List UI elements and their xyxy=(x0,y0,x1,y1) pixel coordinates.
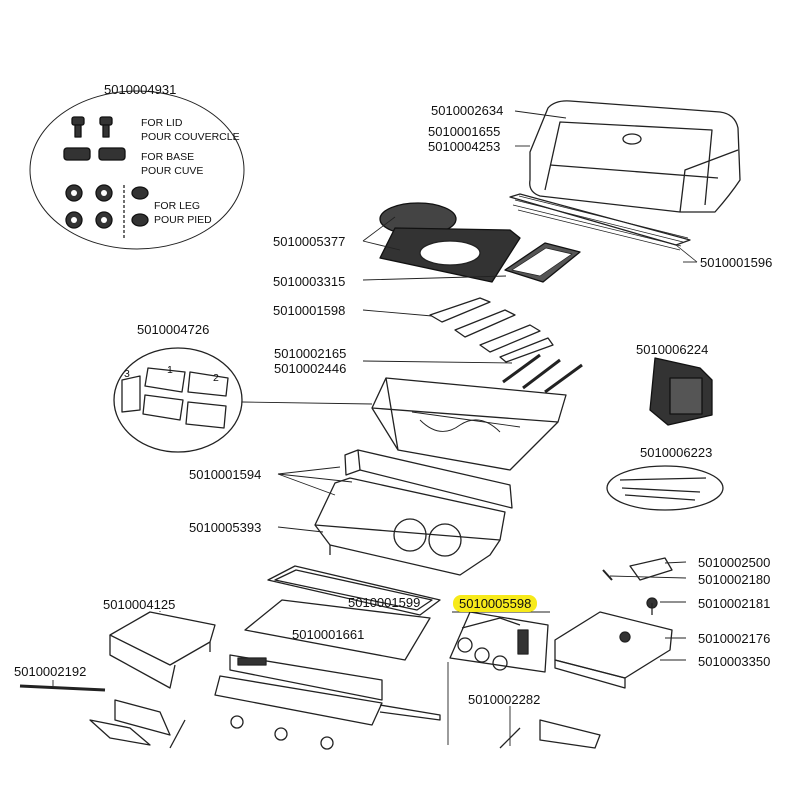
grease-tray-liner xyxy=(244,599,431,661)
label-lid-b: 5010001655 xyxy=(428,124,501,139)
lower-frame xyxy=(89,699,601,749)
label-igniter-module: 5010006224 xyxy=(636,342,709,357)
label-for-leg: FOR LEG xyxy=(154,200,201,212)
warming-rack xyxy=(509,193,698,263)
label-igniter-wires: 5010006223 xyxy=(640,445,713,460)
label-manifold: 5010002282 xyxy=(468,692,541,707)
label-pour-cuve: POUR CUVE xyxy=(141,165,204,177)
label-for-base: FOR BASE xyxy=(141,151,195,163)
label-shelf-bracket: 5010002192 xyxy=(14,664,87,679)
grease-tray xyxy=(267,565,441,616)
igniter-module xyxy=(649,357,713,426)
cooking-grid xyxy=(379,202,521,283)
heat-shields xyxy=(344,449,513,509)
griddle-insert xyxy=(504,242,581,283)
label-side-burner-base: 5010003350 xyxy=(698,654,771,669)
hardware-inset xyxy=(29,90,245,250)
label-side-burner-wire: 5010002180 xyxy=(698,572,771,587)
label-cooking-grid: 5010005377 xyxy=(273,234,346,249)
side-burner xyxy=(554,557,673,689)
shelf-bracket xyxy=(19,684,106,692)
label-burner-b: 5010002446 xyxy=(274,361,347,376)
label-side-burner-lid: 5010002176 xyxy=(698,631,771,646)
flame-tamers xyxy=(429,297,554,363)
burners xyxy=(502,353,583,394)
label-pour-couvercle: POUR COUVERCLE xyxy=(141,131,240,143)
label-lid-a: 5010002634 xyxy=(431,103,504,118)
label-knob-kit-highlighted[interactable]: 5010005598 xyxy=(453,595,538,612)
label-warming-rack: 5010001596 xyxy=(700,255,773,270)
label-flame-tamer-inset: 5010004726 xyxy=(137,322,210,337)
label-pour-pied: POUR PIED xyxy=(154,214,212,226)
label-hardware-kit: 5010004931 xyxy=(104,82,177,97)
label-side-shelf: 5010004125 xyxy=(103,597,176,612)
label-side-burner-valve: 5010002181 xyxy=(698,596,771,611)
flame-tamer-inset xyxy=(113,347,243,453)
label-flame-tamers: 5010001598 xyxy=(273,303,346,318)
label-grease-tray: 5010001599 xyxy=(348,595,421,610)
label-for-lid: FOR LID xyxy=(141,117,183,129)
label-tamer-3: 3 xyxy=(124,368,130,380)
label-tamer-1: 1 xyxy=(167,364,173,376)
side-shelf xyxy=(109,611,216,689)
label-tamer-2: 2 xyxy=(213,372,219,384)
leader-lines xyxy=(52,110,697,746)
label-grease-tray-liner: 5010001661 xyxy=(292,627,365,642)
grill-lid xyxy=(529,100,741,213)
knob-kit-inset xyxy=(449,611,549,673)
label-griddle-insert: 5010003315 xyxy=(273,274,346,289)
grill-base xyxy=(314,477,506,576)
control-panel xyxy=(214,654,441,750)
label-lid-c: 5010004253 xyxy=(428,139,501,154)
label-firebox: 5010005393 xyxy=(189,520,262,535)
label-heat-shields: 5010001594 xyxy=(189,467,262,482)
label-side-burner-grate: 5010002500 xyxy=(698,555,771,570)
label-burner-a: 5010002165 xyxy=(274,346,347,361)
firebox xyxy=(371,377,567,471)
igniter-wires-inset xyxy=(606,465,724,511)
